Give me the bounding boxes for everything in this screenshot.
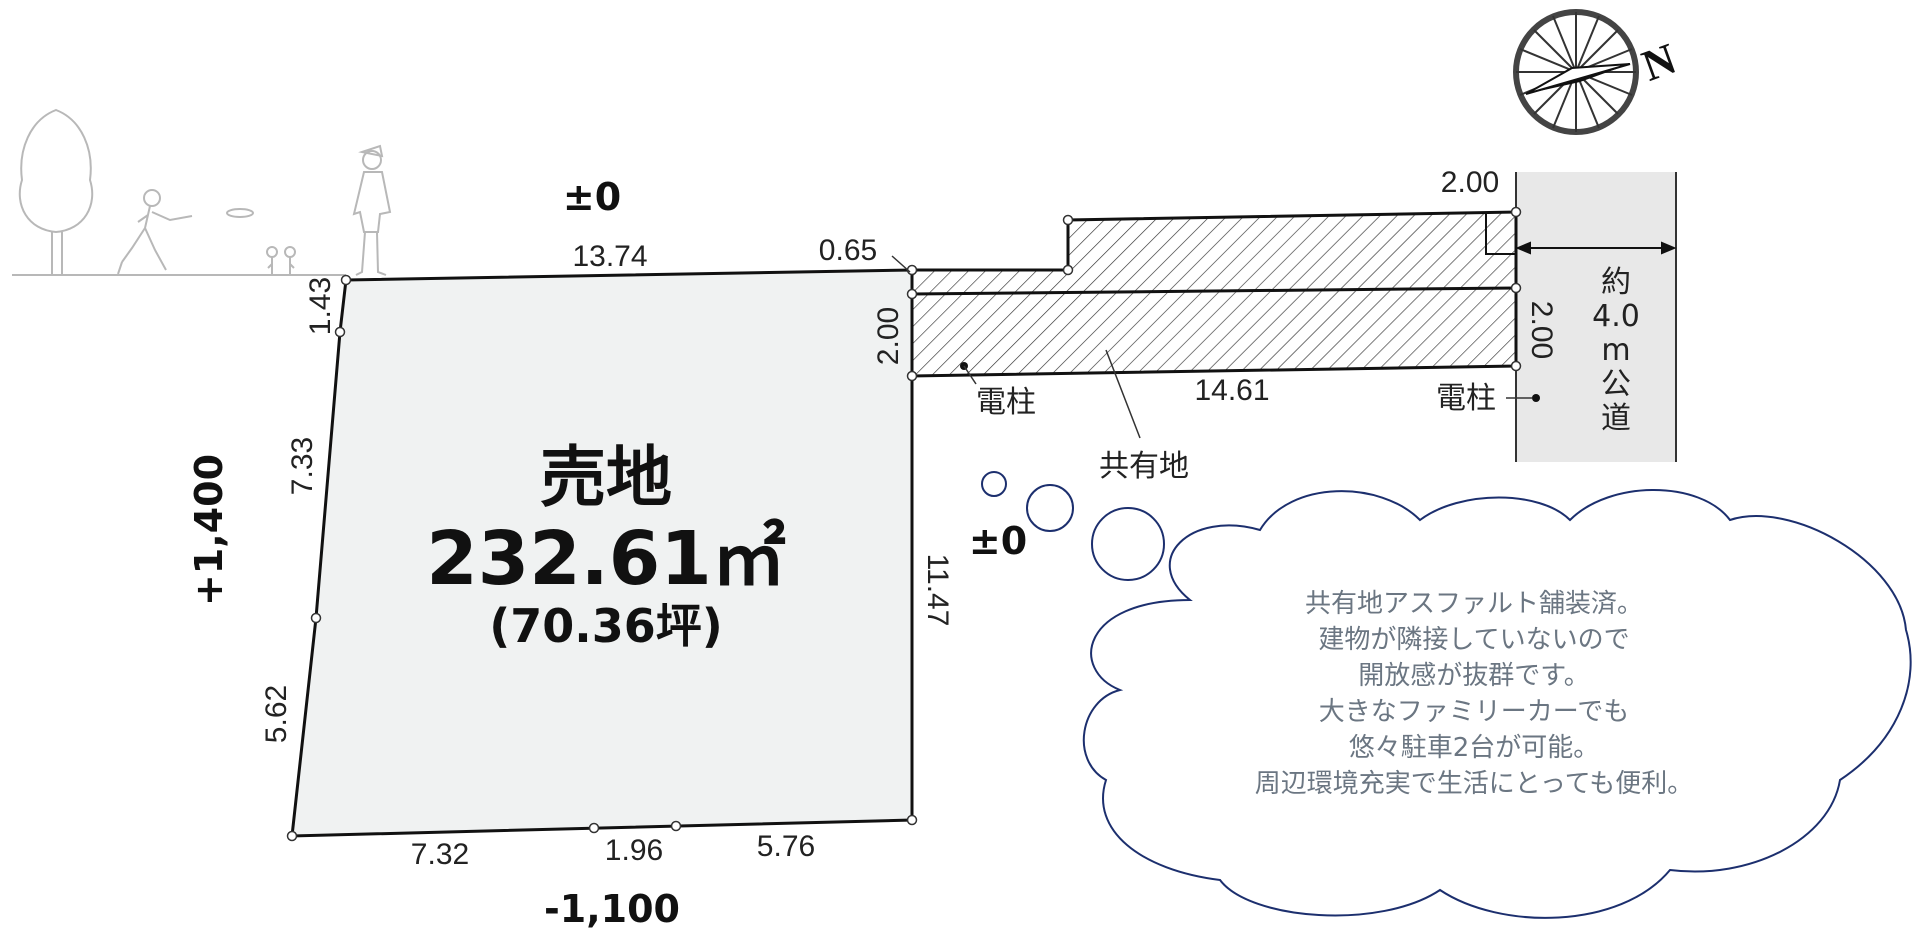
lot-area-sqm: 232.61㎡ [426, 516, 786, 602]
svg-text:共有地アスファルト舗装済。: 共有地アスファルト舗装済。 [1305, 589, 1643, 619]
dimension-passage-length: 14.61 [1194, 374, 1269, 407]
dimension-bottom-left: 7.32 [411, 838, 469, 871]
dimension-left-upper: 1.43 [304, 277, 337, 335]
svg-text:4.0: 4.0 [1592, 299, 1640, 334]
flower-icon [266, 246, 296, 275]
road-label: 約 4.0 m 公 道 [1592, 265, 1640, 436]
svg-text:m: m [1601, 333, 1630, 368]
dimension-bottom-middle: 1.96 [605, 834, 663, 867]
svg-text:大きなファミリーカーでも: 大きなファミリーカーでも [1319, 697, 1629, 727]
compass-icon: N [1513, 9, 1683, 135]
dimension-left-middle: 7.33 [286, 437, 319, 495]
shared-land-label: 共有地 [1099, 449, 1189, 484]
svg-text:建物が隣接していないので: 建物が隣接していないので [1318, 625, 1629, 655]
lot-area-tsubo: (70.36坪) [489, 599, 723, 653]
note-text: 共有地アスファルト舗装済。 建物が隣接していないので 開放感が抜群です。 大きな… [1255, 589, 1694, 799]
tree-icon [18, 108, 94, 275]
svg-text:悠々駐車2台が可能。: 悠々駐車2台が可能。 [1349, 733, 1600, 763]
dimension-passage-width-right: 2.00 [1525, 301, 1558, 359]
utility-pole-left-label: 電柱 [976, 385, 1036, 420]
note-cloud [981, 471, 1912, 919]
dimension-bottom-right: 5.76 [757, 830, 815, 863]
svg-text:開放感が抜群です。: 開放感が抜群です。 [1358, 661, 1589, 691]
utility-pole-icon [1532, 394, 1540, 402]
svg-text:約: 約 [1601, 265, 1631, 300]
compass-north-label: N [1636, 34, 1683, 91]
dimension-passage-width-left: 2.00 [872, 307, 905, 365]
dimension-right: 11.47 [921, 554, 954, 627]
road-strip [1516, 172, 1676, 462]
road-width-arrow [1515, 241, 1677, 255]
dimension-top: 13.74 [572, 240, 647, 273]
elevation-bottom: -1,100 [544, 887, 680, 929]
elevation-left: +1,400 [187, 454, 231, 606]
dimension-left-lower: 5.62 [260, 685, 293, 743]
lot-title: 売地 [540, 439, 672, 516]
frisbee-icon [226, 208, 254, 218]
svg-text:公: 公 [1601, 367, 1631, 402]
park-illustration [12, 108, 392, 276]
elevation-top: ±0 [563, 175, 621, 219]
dimension-passage-offset: 0.65 [819, 234, 877, 267]
svg-text:道: 道 [1601, 401, 1631, 436]
man-icon [352, 144, 392, 276]
dimension-road-offset: 2.00 [1441, 166, 1499, 199]
svg-text:周辺環境充実で生活にとっても便利。: 周辺環境充実で生活にとっても便利。 [1255, 769, 1694, 799]
child-icon [117, 189, 193, 275]
utility-pole-right-label: 電柱 [1436, 381, 1496, 416]
elevation-right: ±0 [969, 519, 1027, 563]
